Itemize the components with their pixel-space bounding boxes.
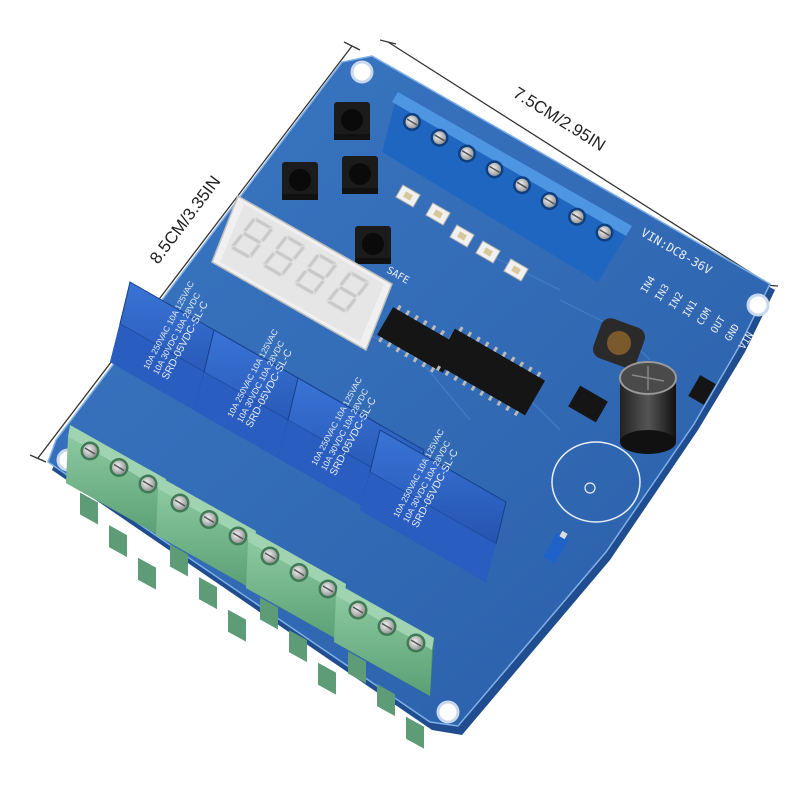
ic-chip bbox=[377, 304, 459, 373]
mounting-hole bbox=[746, 293, 770, 317]
buzzer-outline bbox=[551, 441, 641, 523]
inductor bbox=[593, 318, 645, 368]
ic-chip bbox=[434, 326, 546, 417]
input-terminal-block bbox=[382, 92, 632, 282]
display-digit: 8 bbox=[229, 216, 275, 260]
terminal-screw[interactable] bbox=[595, 223, 614, 242]
terminal-screw[interactable] bbox=[458, 144, 476, 163]
output-terminal-block bbox=[156, 477, 256, 642]
output-terminal-block bbox=[334, 584, 434, 749]
output-terminal-block bbox=[66, 425, 166, 590]
display-digit: 8 bbox=[325, 270, 371, 314]
terminal-screw[interactable] bbox=[513, 176, 531, 195]
indicator-modules bbox=[395, 184, 529, 282]
terminal-screw[interactable] bbox=[403, 113, 421, 131]
terminal-screw[interactable] bbox=[348, 600, 368, 620]
push-button[interactable] bbox=[282, 162, 318, 200]
seven-segment-display: 8888 bbox=[211, 194, 393, 352]
transistor bbox=[688, 375, 716, 405]
push-button[interactable] bbox=[334, 102, 370, 140]
mounting-hole bbox=[350, 60, 374, 84]
push-button[interactable] bbox=[342, 156, 378, 194]
mounting-hole bbox=[436, 700, 460, 724]
display-digit: 8 bbox=[293, 252, 339, 296]
terminal-screw[interactable] bbox=[260, 546, 280, 566]
electrolytic-capacitor bbox=[619, 361, 677, 454]
terminal-screw[interactable] bbox=[289, 563, 309, 582]
push-button[interactable] bbox=[355, 226, 391, 264]
terminal-screw[interactable] bbox=[199, 510, 219, 529]
terminal-screw[interactable] bbox=[138, 474, 158, 494]
terminal-screw[interactable] bbox=[430, 128, 449, 147]
terminal-screw[interactable] bbox=[485, 160, 504, 179]
terminal-screw[interactable] bbox=[170, 493, 190, 513]
terminal-screw[interactable] bbox=[406, 633, 426, 653]
terminal-screw[interactable] bbox=[318, 579, 338, 599]
optocoupler bbox=[425, 202, 451, 226]
optocoupler bbox=[475, 240, 501, 264]
terminal-screw[interactable] bbox=[109, 458, 129, 477]
optocoupler bbox=[503, 258, 529, 282]
terminal-screw[interactable] bbox=[377, 617, 397, 636]
terminal-screw[interactable] bbox=[540, 192, 559, 210]
optocoupler bbox=[449, 224, 475, 248]
terminal-screw[interactable] bbox=[568, 207, 586, 226]
output-terminal-block bbox=[246, 530, 346, 695]
output-terminal-blocks bbox=[66, 425, 434, 749]
terminal-screw[interactable] bbox=[80, 441, 100, 461]
terminal-screw[interactable] bbox=[228, 526, 248, 546]
display-digit: 8 bbox=[261, 234, 307, 278]
ic-chip bbox=[568, 385, 608, 423]
ic-chips bbox=[377, 304, 716, 423]
optocoupler bbox=[395, 184, 421, 208]
jumper[interactable] bbox=[542, 529, 571, 564]
button-group: SAFE bbox=[282, 102, 411, 287]
